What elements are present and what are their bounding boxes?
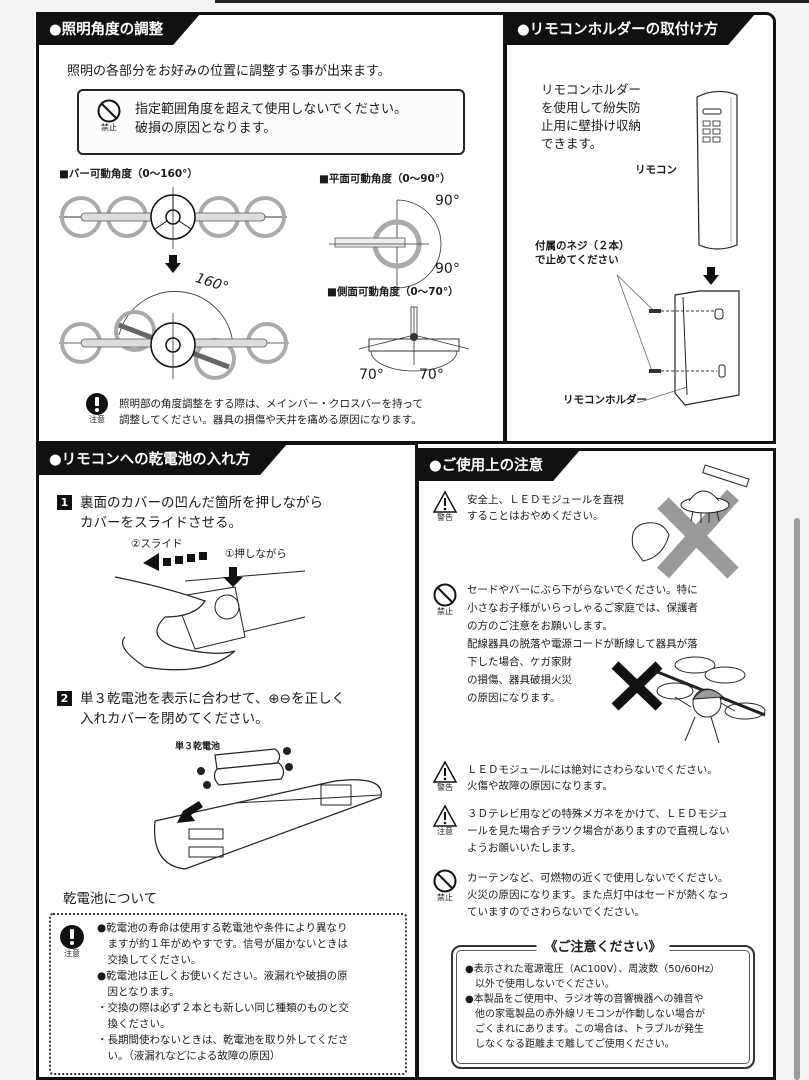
prohibit-icon: 禁止 xyxy=(431,583,459,617)
battery-note-line: ますが約１年がめやすです。信号が届かないときは xyxy=(97,938,349,950)
notice-title: 《ご注意ください》 xyxy=(536,936,670,955)
battery-note-line: ・交換の際は必ず２本とも新しい同じ種類のものと交 xyxy=(97,1002,349,1014)
usage-item-line: カーテンなど、可燃物の近くで使用しないでください。 xyxy=(467,872,729,884)
notice-line: 他の家電製品の赤外線リモコンが作動しない場合が xyxy=(465,1009,705,1020)
battery-notes-box: 注意 ●乾電池の寿命は使用する乾電池や条件により異なり ますが約１年がめやすです… xyxy=(49,913,407,1075)
led-gaze-prohibited-illustration xyxy=(631,464,750,579)
step-number-2: 2 xyxy=(57,691,72,706)
holder-desc-4: できます。 xyxy=(541,136,603,151)
warning-icon: 警告 xyxy=(431,760,459,793)
caution-line-1: 照明部の角度調整をする際は、メインバー・クロスバーを持って xyxy=(119,398,423,410)
bar-diagram-straight xyxy=(59,187,287,249)
side-diagram xyxy=(358,306,470,372)
remote-control-illustration xyxy=(696,90,738,250)
section-angle-adjustment: ●照明角度の調整 照明の各部分をお好みの位置に調整する事が出来ます。 禁止 指定… xyxy=(36,12,506,444)
plane-angle-label: ■平面可動角度（0〜90°） xyxy=(319,173,451,185)
warning-icon: 警告 xyxy=(431,490,459,523)
plane-diagram xyxy=(329,199,442,289)
side-angle-right: 70° xyxy=(419,367,444,383)
remote-label: リモコン xyxy=(635,164,677,176)
usage-item-line: の原因になります。 xyxy=(467,692,561,704)
usage-item-line: することはおやめください。 xyxy=(467,510,604,522)
bar-diagram-rotated xyxy=(59,291,289,380)
holder-desc-3: 止用に壁掛け収納 xyxy=(541,118,642,133)
section-usage-cautions: ●ご使用上の注意 警告 安全上、ＬＥＤモジュールを直視 することはおやめください… xyxy=(416,448,776,1080)
slide-label: ②スライド xyxy=(131,538,183,550)
section-title: ●リモコンホルダーの取付け方 xyxy=(507,15,754,45)
cover-slide-illustration xyxy=(114,567,306,671)
screw-label-1: 付属のネジ（２本） xyxy=(535,240,630,252)
usage-item-line: ールを見た場合チラツク場合がありますので直視しない xyxy=(467,825,730,837)
slide-arrow-icon xyxy=(143,552,207,571)
notice-line: 以外で使用しないでください。 xyxy=(465,979,615,990)
press-label: ①押しながら xyxy=(225,548,287,560)
holder-label: リモコンホルダー xyxy=(563,394,647,406)
holder-desc-1: リモコンホルダー xyxy=(541,82,642,97)
notice-line: ●本製品をご使用中、ラジオ等の音響機器への雑音や xyxy=(465,994,704,1005)
notice-line: ごくまれにあります。この場合は、トラブルが発生 xyxy=(465,1024,704,1035)
notice-box: 《ご注意ください》 ●表示された電源電圧（AC100V）、周波数（50/60Hz… xyxy=(451,936,755,1069)
prohibition-box: 禁止 指定範囲角度を超えて使用しないでください。 破損の原因となります。 xyxy=(77,89,465,155)
plane-angle-top: 90° xyxy=(435,193,460,209)
battery-note-line: ●乾電池は正しくお使いください。液漏れや破損の原 xyxy=(97,970,348,982)
prohibit-icon: 禁止 xyxy=(95,99,123,133)
step-number-1: 1 xyxy=(57,495,72,510)
screw-label-2: で止めてください xyxy=(535,254,619,266)
usage-item-line: 火傷や故障の原因になります。 xyxy=(467,780,613,792)
notice-line: ●表示された電源電圧（AC100V）、周波数（50/60Hz） xyxy=(465,964,720,975)
battery-label: 単３乾電池 xyxy=(175,742,221,752)
battery-note-line: 換ください。 xyxy=(97,1018,171,1030)
section-title: ●照明角度の調整 xyxy=(39,15,199,45)
caution-triangle-icon: 注意 xyxy=(431,804,459,837)
battery-insert-illustration xyxy=(153,747,382,870)
holder-desc-2: を使用して紛失防 xyxy=(541,100,641,115)
step2-line-2: 入れカバーを閉めてください。 xyxy=(80,711,269,727)
caution-line-2: 調整してください。器具の損傷や天井を痛める原因になります。 xyxy=(119,414,422,426)
caution-icon: 注意 xyxy=(57,925,87,959)
battery-note-line: 交換してください。 xyxy=(97,954,202,966)
side-angle-label: ■側面可動角度（0〜70°） xyxy=(327,286,459,298)
usage-item-line: ＬＥＤモジュールには絶対にさわらないでください。 xyxy=(467,764,718,776)
usage-item-line: ようお願いいたします。 xyxy=(467,842,582,854)
prohibition-line-2: 破損の原因となります。 xyxy=(135,121,277,136)
battery-note-line: 因となります。 xyxy=(97,986,180,998)
down-arrow-icon xyxy=(703,267,719,285)
caution-icon: 注意 xyxy=(83,393,111,425)
usage-item-line: 安全上、ＬＥＤモジュールを直視 xyxy=(467,494,624,506)
usage-item-line: セードやバーにぶら下がらないでください。特に xyxy=(467,584,698,596)
hanging-prohibited-illustration xyxy=(611,656,766,744)
step1-line-2: カバーをスライドさせる。 xyxy=(80,515,242,531)
battery-note-line: い。（液漏れなどによる故障の原因） xyxy=(97,1050,281,1062)
usage-item-line: 火災の原因になります。また点灯中はセードが熱くなっ xyxy=(467,889,729,901)
side-angle-left: 70° xyxy=(359,367,384,383)
usage-item-line: ていますのでさわらないでください。 xyxy=(467,906,646,918)
top-edge-line xyxy=(215,0,809,3)
bar-angle-label: ■バー可動角度（0〜160°） xyxy=(59,168,198,180)
battery-note-line: ・長期間使わないときは、乾電池を取り外してくださ xyxy=(97,1034,349,1046)
usage-item-line: 下した場合、ケガ家財 xyxy=(467,656,572,668)
down-arrow-icon xyxy=(165,255,181,273)
usage-item-line: の方のご注意をお願いします。 xyxy=(467,620,613,632)
usage-item-line: の損傷、器具破損火災 xyxy=(467,674,572,686)
usage-item-line: ３Ｄテレビ用などの特殊メガネをかけて、ＬＥＤモジュ xyxy=(467,808,729,820)
remote-holder-illustration xyxy=(616,274,740,406)
plane-angle-bottom: 90° xyxy=(435,261,460,277)
notice-line: しなくなる距離まで離してご使用ください。 xyxy=(465,1039,675,1050)
section-title: ●リモコンへの乾電池の入れ方 xyxy=(39,445,286,475)
section-title: ●ご使用上の注意 xyxy=(419,451,579,481)
intro-text: 照明の各部分をお好みの位置に調整する事が出来ます。 xyxy=(67,64,391,79)
vertical-scrollbar[interactable] xyxy=(794,518,800,1080)
battery-note-line: ●乾電池の寿命は使用する乾電池や条件により異なり xyxy=(97,922,348,934)
section-remote-holder: ●リモコンホルダーの取付け方 リモコンホルダー を使用して紛失防 止用に壁掛け収… xyxy=(504,12,776,444)
prohibition-line-1: 指定範囲角度を超えて使用しないでください。 xyxy=(135,102,407,117)
about-battery-title: 乾電池について xyxy=(63,891,158,907)
prohibit-icon: 禁止 xyxy=(431,869,459,903)
usage-item-line: 配線器具の脱落や電源コードが断線して器具が落 xyxy=(467,638,698,650)
usage-item-line: 小さなお子様がいらっしゃるご家庭では、保護者 xyxy=(467,602,698,614)
